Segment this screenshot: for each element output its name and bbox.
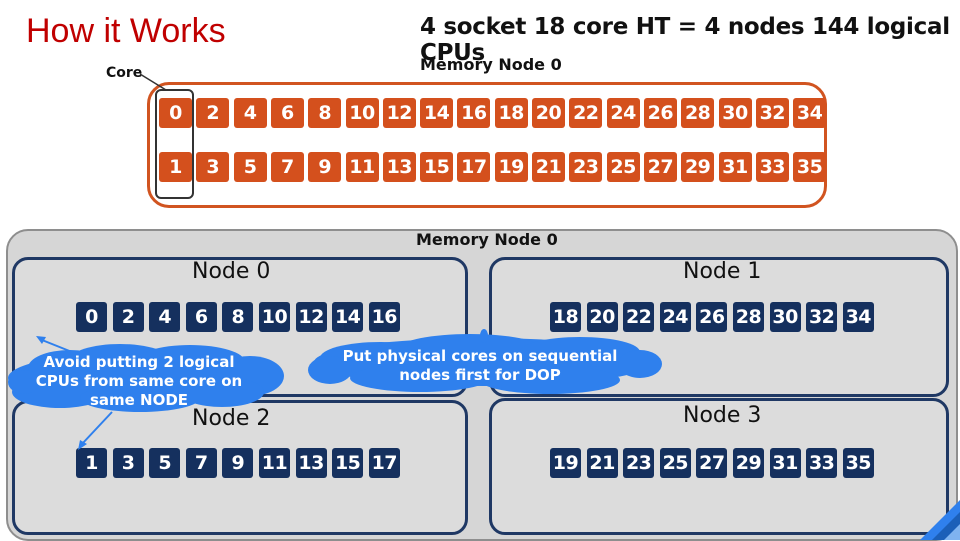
cpu-cell: 5 [233, 152, 267, 182]
node-2-cpu-cell: 7 [185, 448, 217, 478]
cpu-cell: 30 [718, 98, 752, 128]
page-title: How it Works [26, 12, 226, 50]
node-1-label: Node 1 [683, 259, 762, 284]
cpu-cell: 33 [755, 152, 789, 182]
node-2-cpu-cell: 3 [112, 448, 144, 478]
node-2-cpu-cell: 11 [259, 448, 290, 478]
core-highlight [155, 89, 194, 199]
node-3-cpu-cell: 25 [659, 448, 691, 478]
node-2-cpu-cell: 9 [222, 448, 254, 478]
node-2-cpu-cell: 1 [76, 448, 107, 478]
node-1-cpu-cell: 24 [659, 302, 691, 332]
node-1-cpu-cell: 34 [842, 302, 874, 332]
cpu-cell: 13 [382, 152, 416, 182]
node-0-cpu-cell: 12 [295, 302, 327, 332]
callout-avoid-text: Avoid putting 2 logical CPUs from same c… [35, 353, 243, 409]
node-1-cpu-cell: 22 [623, 302, 655, 332]
node-1-cpu-cell: 18 [550, 302, 581, 332]
cpu-cell: 28 [681, 98, 715, 128]
node-3-label: Node 3 [683, 403, 762, 428]
node-0-cpu-cell: 8 [222, 302, 254, 332]
cpu-cell: 15 [420, 152, 454, 182]
node-0-cpu-cell: 16 [368, 302, 400, 332]
cpu-cell: 8 [308, 98, 342, 128]
cpu-cell: 35 [793, 152, 827, 182]
cpu-cell: 18 [494, 98, 528, 128]
node-1-cpu-cell: 26 [696, 302, 728, 332]
cpu-cell: 7 [270, 152, 304, 182]
cpu-cell: 6 [270, 98, 304, 128]
cpu-cell: 17 [457, 152, 491, 182]
cpu-cell: 14 [420, 98, 454, 128]
node-0-cpu-cell: 14 [332, 302, 364, 332]
node-3-cpu-cell: 23 [623, 448, 655, 478]
node-2-label: Node 2 [192, 406, 271, 431]
cpu-cell: 32 [755, 98, 789, 128]
memory-node-top-label: Memory Node 0 [420, 55, 562, 74]
node-3-cpu-cell: 19 [550, 448, 581, 478]
cpu-cell: 11 [345, 152, 379, 182]
node-3-cpu-cell: 35 [842, 448, 874, 478]
headline: 4 socket 18 core HT = 4 nodes 144 logica… [420, 14, 950, 66]
node-0-cpu-cell: 2 [112, 302, 144, 332]
cpu-cell: 4 [233, 98, 267, 128]
memory-node-bottom-label: Memory Node 0 [416, 230, 558, 249]
cpu-cell: 23 [569, 152, 603, 182]
cpu-cell: 19 [494, 152, 528, 182]
node-0-cpu-cell: 0 [76, 302, 107, 332]
corner-decoration-icon [920, 500, 960, 540]
cpu-cell: 27 [643, 152, 677, 182]
callout-sequential-text: Put physical cores on sequential nodes f… [342, 347, 618, 384]
node-1-cpu-cell: 28 [733, 302, 764, 332]
cpu-cell: 31 [718, 152, 752, 182]
core-label: Core [106, 65, 143, 81]
cpu-cell: 26 [643, 98, 677, 128]
node-2-cpu-cell: 5 [149, 448, 181, 478]
cpu-cell: 22 [569, 98, 603, 128]
node-0-cpu-cell: 10 [259, 302, 290, 332]
node-2-cpu-cell: 17 [368, 448, 400, 478]
node-0-label: Node 0 [192, 259, 271, 284]
node-2-cpu-cell: 13 [295, 448, 327, 478]
cpu-cell: 20 [532, 98, 565, 128]
node-0-cpu-cell: 6 [185, 302, 217, 332]
node-3-cpu-cell: 31 [769, 448, 801, 478]
cpu-cell: 21 [532, 152, 565, 182]
cpu-cell: 24 [606, 98, 640, 128]
cpu-cell: 1 [159, 152, 192, 182]
cpu-cell: 2 [196, 98, 230, 128]
node-2-cpu-cell: 15 [332, 448, 364, 478]
node-3-cpu-cell: 33 [806, 448, 838, 478]
cpu-cell: 29 [681, 152, 715, 182]
node-3-cpu-cell: 21 [586, 448, 618, 478]
cpu-cell: 10 [345, 98, 379, 128]
cpu-cell: 9 [308, 152, 342, 182]
cpu-cell: 25 [606, 152, 640, 182]
cpu-cell: 0 [159, 98, 192, 128]
cpu-cell: 16 [457, 98, 491, 128]
node-1-cpu-cell: 30 [769, 302, 801, 332]
node-3-cpu-cell: 29 [733, 448, 764, 478]
node-3-cpu-cell: 27 [696, 448, 728, 478]
node-1-cpu-cell: 20 [586, 302, 618, 332]
cpu-cell: 3 [196, 152, 230, 182]
cpu-cell: 34 [793, 98, 827, 128]
node-1-cpu-cell: 32 [806, 302, 838, 332]
cpu-cell: 12 [382, 98, 416, 128]
node-0-cpu-cell: 4 [149, 302, 181, 332]
